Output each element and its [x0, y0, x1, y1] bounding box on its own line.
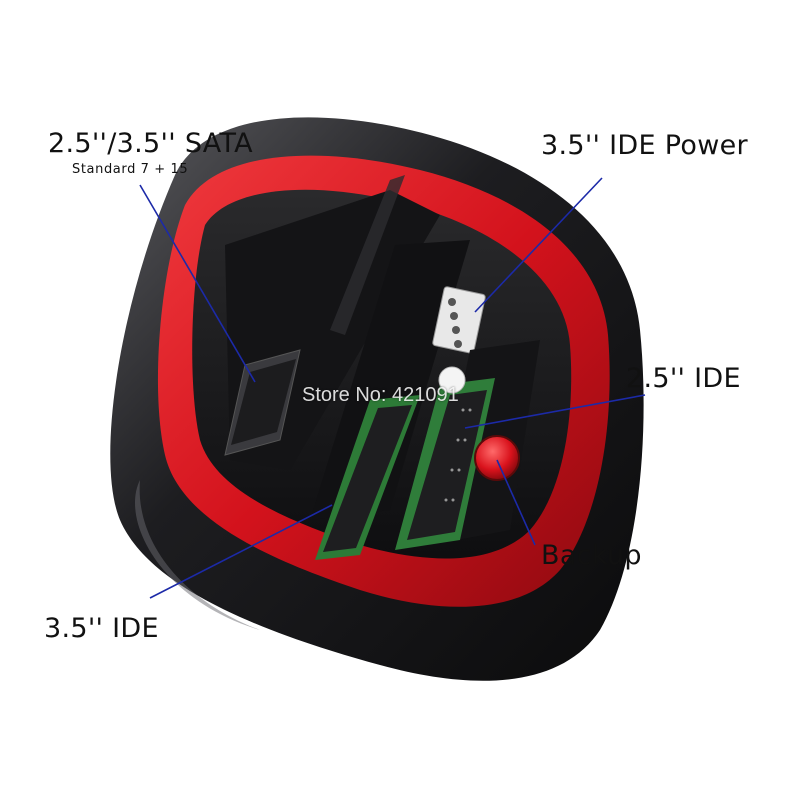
pointer-ide35 — [149, 504, 333, 599]
label-ide-power: 3.5'' IDE Power — [541, 130, 748, 161]
backup-button-graphic — [474, 435, 520, 481]
label-backup: Backup — [541, 540, 642, 571]
pointer-sata — [139, 184, 256, 383]
label-35-ide: 3.5'' IDE — [44, 613, 159, 644]
ide25-pins — [444, 408, 472, 502]
label-sata-standard: Standard 7 + 15 — [72, 162, 189, 177]
shell-highlight — [135, 480, 260, 630]
pointer-ide25 — [464, 394, 646, 429]
sata-guide — [330, 175, 405, 335]
ide35-bay — [310, 240, 470, 520]
label-sata: 2.5''/3.5'' SATA — [48, 128, 253, 159]
pointer-backup — [496, 459, 536, 546]
ide-power-connector — [432, 286, 486, 354]
sticker — [438, 366, 466, 394]
pointer-lines — [139, 177, 646, 599]
label-25-ide: 2.5'' IDE — [626, 363, 741, 394]
store-watermark: Store No: 421091 — [302, 384, 459, 406]
pointer-ide-power — [474, 177, 603, 313]
